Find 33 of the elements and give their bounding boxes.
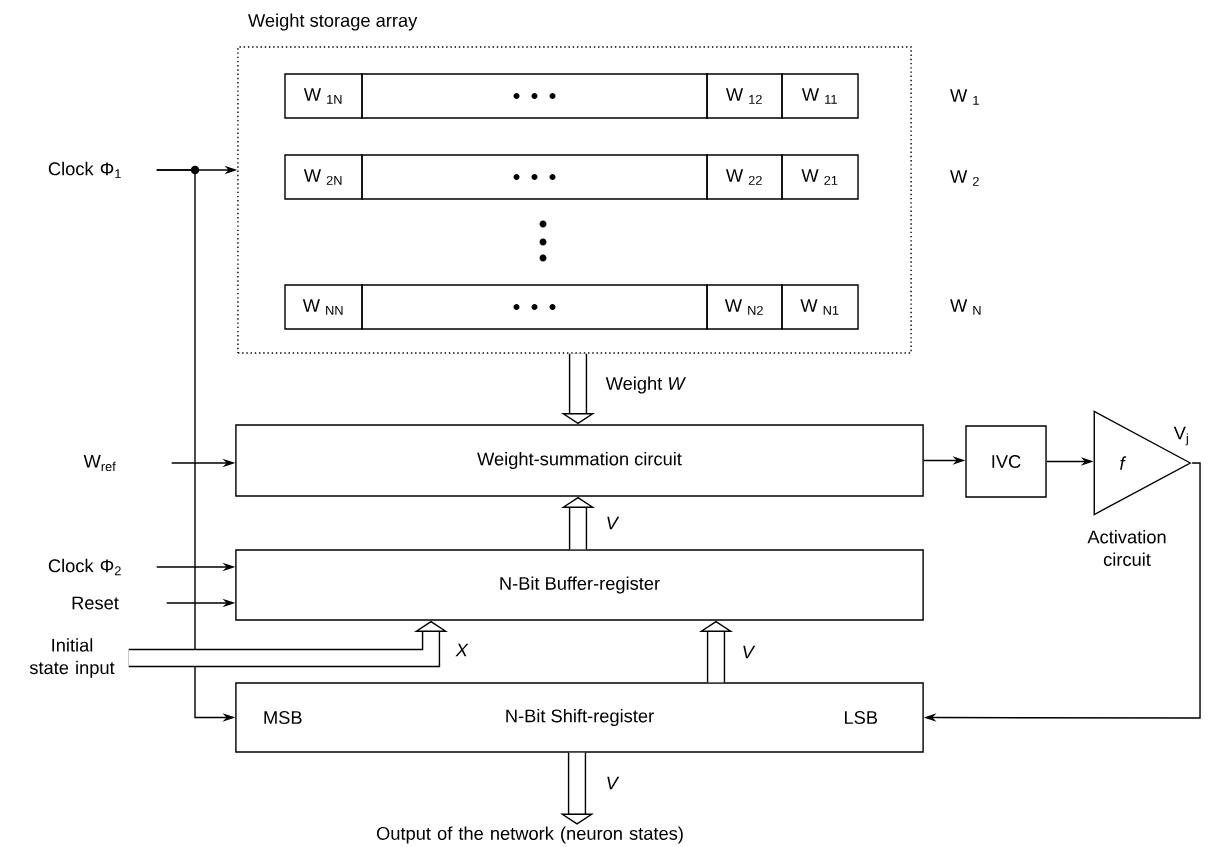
- register-cell: W $_{N1}$: [781, 284, 859, 330]
- row-label: W $_{2}$: [950, 170, 979, 186]
- signal-label: Initial state input: [29, 638, 115, 678]
- row-label: W $_{1}$: [950, 89, 979, 105]
- signal-label: Clock Φ$_{2}$: [48, 558, 121, 576]
- register-cell: W $_{1N}$: [284, 73, 363, 119]
- edge-label: X: [455, 643, 469, 657]
- register-cell: [361, 154, 708, 200]
- signal-label: Output of the network (neuron states): [376, 826, 683, 844]
- signal-label: Reset: [72, 596, 119, 610]
- edge-label: V: [607, 776, 620, 790]
- block-box: IVC: [965, 425, 1047, 498]
- register-cell: [361, 284, 708, 330]
- signal-label: Clock Φ$_{1}$: [48, 161, 121, 179]
- register-cell: W $_{2N}$: [284, 154, 363, 200]
- edge-label: V: [607, 516, 620, 530]
- register-cell: W $_{22}$: [706, 154, 783, 200]
- edge-label: V$_{j}$: [1173, 426, 1188, 446]
- register-cell: W $_{NN}$: [284, 284, 363, 330]
- row-label: W $_{N}$: [950, 299, 981, 315]
- block-box: MSB N-Bit Shift-register LSB: [235, 682, 924, 753]
- register-cell: W $_{21}$: [781, 154, 859, 200]
- edge-label: V: [743, 645, 756, 659]
- register-cell: W $_{N2}$: [706, 284, 783, 330]
- register-cell: W $_{12}$: [706, 73, 783, 119]
- edge-label: Weight W: [605, 376, 687, 394]
- block-box: N-Bit Buffer-register: [235, 549, 924, 621]
- register-cell: [361, 73, 708, 119]
- register-cell: W $_{11}$: [781, 73, 859, 119]
- block-box: Weight-summation circuit: [235, 424, 924, 497]
- node-label: Weight storage array: [248, 13, 418, 31]
- node-label: Activation circuit: [1087, 530, 1166, 566]
- signal-label: W$_{ref}$: [83, 454, 116, 472]
